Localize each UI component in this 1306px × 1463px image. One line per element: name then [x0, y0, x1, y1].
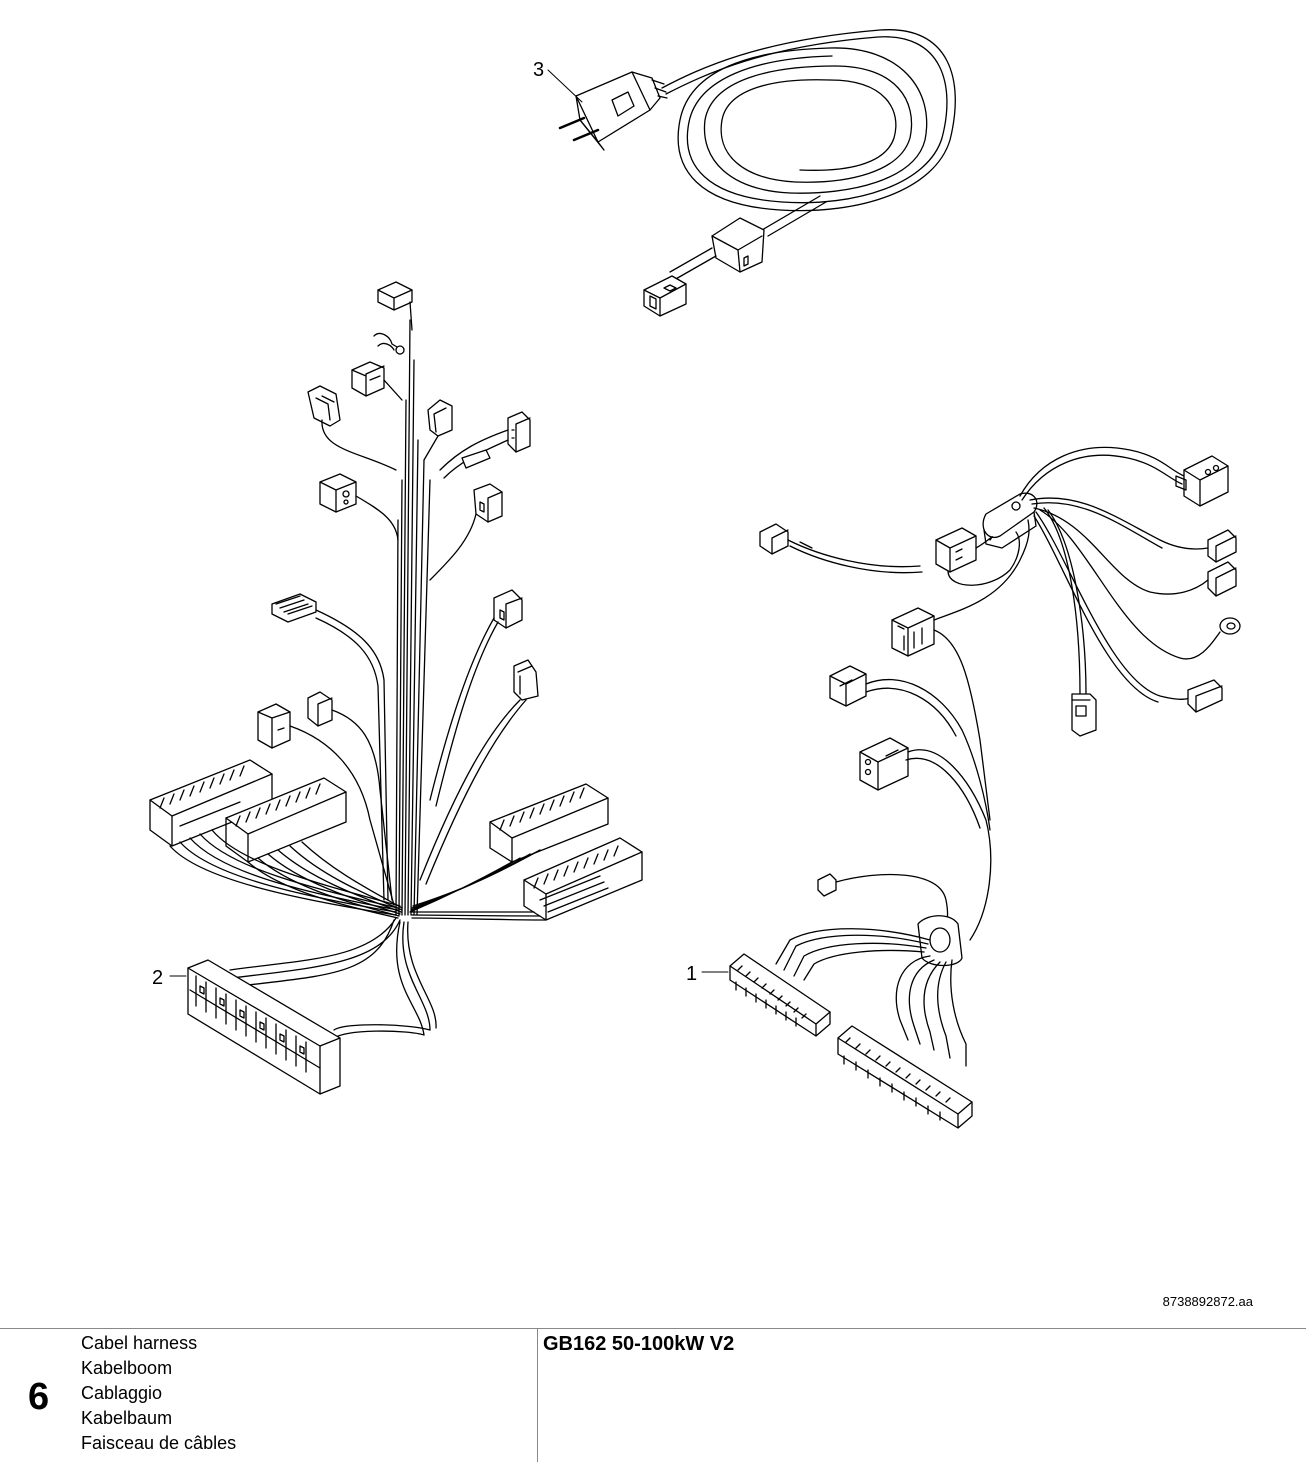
terminal-strip-1-lower — [837, 1025, 973, 1129]
mid-left-connector-a — [891, 607, 935, 657]
section-name-it: Cablaggio — [81, 1383, 163, 1403]
right-top-connector — [507, 411, 531, 453]
harness-hub — [982, 492, 1038, 549]
terminal-block-2 — [187, 959, 341, 1095]
right-connector-c — [1187, 679, 1223, 713]
right-clip-connector — [427, 399, 453, 437]
left-small-connector-b — [257, 703, 291, 749]
section-name-fr: Faisceau de câbles — [81, 1433, 237, 1453]
footer-table — [0, 1328, 1306, 1463]
exploded-view-drawing: 3 2 1 — [149, 29, 1241, 1129]
power-cord — [547, 29, 956, 317]
terminal-strip-left-upper — [149, 759, 273, 847]
callout-3: 3 — [533, 59, 544, 81]
drawing-reference-number: 8738892872.aa — [1162, 1294, 1253, 1309]
left-small-connector-a — [307, 691, 333, 727]
callout-1: 1 — [686, 963, 697, 985]
harness-junction — [917, 915, 963, 967]
footer-divider — [537, 1328, 538, 1462]
top-right-connector — [1175, 455, 1229, 507]
right-clip-lower — [513, 659, 539, 701]
cord-connector — [643, 275, 687, 317]
right-lower-connector — [493, 589, 523, 629]
model-title: GB162 50-100kW V2 — [543, 1333, 735, 1355]
long-multi-pin-connector — [271, 593, 317, 623]
vertical-connector — [1071, 693, 1097, 737]
mid-left-connector-b — [829, 665, 867, 707]
left-clip-connector — [307, 385, 341, 427]
ring-terminal — [1219, 617, 1241, 635]
mid-left-connector-c — [859, 737, 909, 791]
cable-grommet — [711, 217, 765, 273]
cable-coil — [661, 29, 956, 212]
section-name-nl: Kabelboom — [81, 1358, 173, 1378]
section-name-de: Kabelbaum — [81, 1408, 173, 1428]
right-connector-b — [1207, 561, 1237, 597]
section-names: Cabel harness Kabelboom Cablaggio Kabelb… — [81, 1331, 236, 1456]
left-center-connector — [935, 527, 977, 573]
callout-2: 2 — [152, 967, 163, 989]
terminal-strip-right-lower — [523, 837, 643, 921]
small-double-connector — [351, 361, 385, 397]
power-plug — [558, 71, 668, 151]
section-name-en: Cabel harness — [81, 1333, 198, 1353]
left-small-plug — [759, 523, 789, 555]
cable-harness-2 — [149, 281, 643, 1095]
section-number: 6 — [28, 1376, 50, 1418]
top-connector — [377, 281, 413, 311]
right-connector-a — [1207, 529, 1237, 563]
cable-harness-1 — [701, 446, 1241, 1129]
right-side-connector — [473, 483, 503, 523]
three-pin-connector — [319, 473, 357, 513]
terminal-strip-1-upper — [729, 953, 831, 1037]
terminal-strip-right-upper — [489, 783, 609, 863]
terminal-strip-left-lower — [225, 777, 347, 863]
